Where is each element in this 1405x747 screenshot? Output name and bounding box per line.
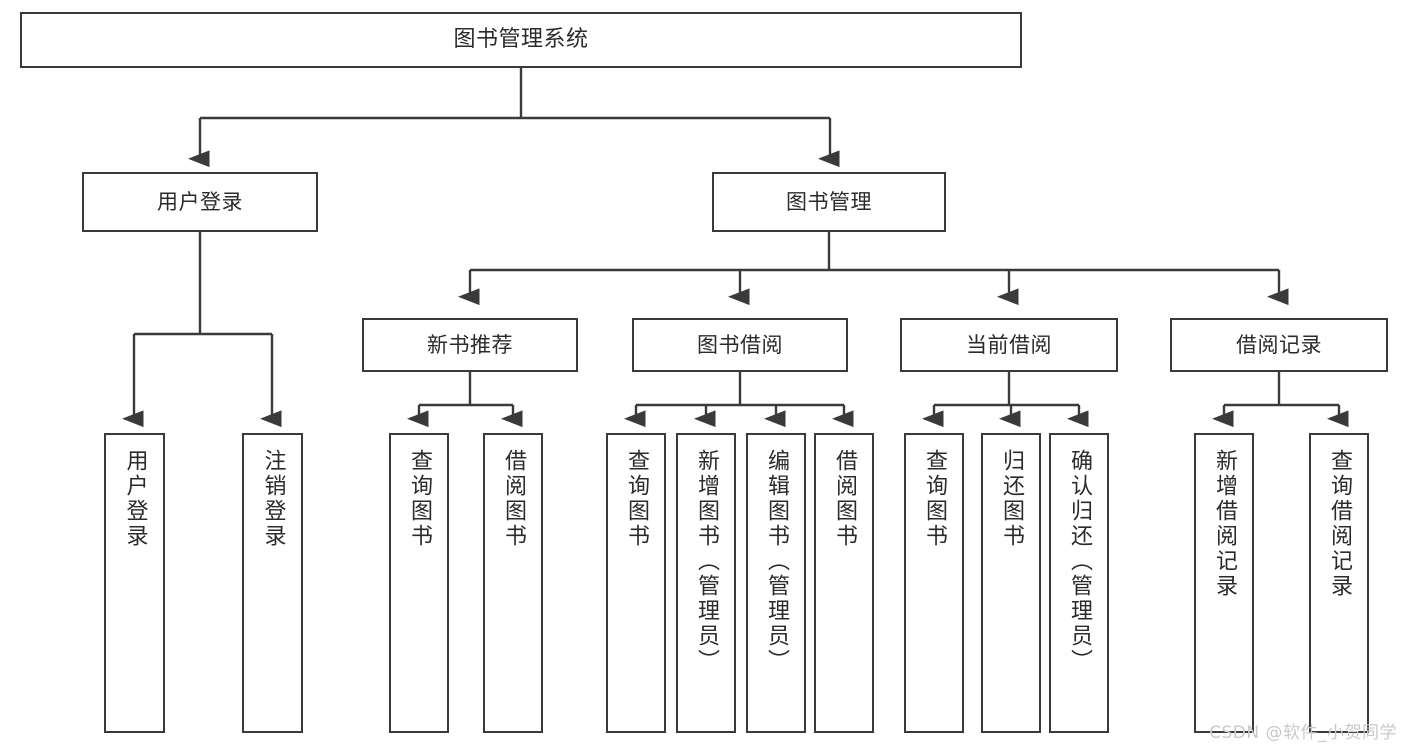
leaf-add-book[interactable]: 新增图书（管理员） xyxy=(676,433,736,733)
leaf-query-book-1[interactable]: 查询图书 xyxy=(389,433,449,733)
node-book-borrow-label: 图书借阅 xyxy=(697,332,783,357)
node-book-borrow[interactable]: 图书借阅 xyxy=(632,318,848,372)
node-current-borrow[interactable]: 当前借阅 xyxy=(900,318,1118,372)
leaf-query-book-2-label: 查询图书 xyxy=(624,449,649,549)
leaf-query-book-2[interactable]: 查询图书 xyxy=(606,433,666,733)
node-root-label: 图书管理系统 xyxy=(453,27,589,53)
node-root[interactable]: 图书管理系统 xyxy=(20,12,1022,68)
leaf-return-book[interactable]: 归还图书 xyxy=(981,433,1041,733)
node-book-management-label: 图书管理 xyxy=(786,189,872,214)
leaf-confirm-return-label: 确认归还（管理员） xyxy=(1067,449,1092,674)
leaf-user-login[interactable]: 用户登录 xyxy=(104,433,165,733)
watermark: CSDN @软件_小贺同学 xyxy=(1209,723,1397,743)
leaf-edit-book[interactable]: 编辑图书（管理员） xyxy=(746,433,806,733)
leaf-query-record[interactable]: 查询借阅记录 xyxy=(1309,433,1369,733)
leaf-borrow-book-1[interactable]: 借阅图书 xyxy=(483,433,543,733)
node-borrow-record[interactable]: 借阅记录 xyxy=(1170,318,1388,372)
leaf-borrow-book-2[interactable]: 借阅图书 xyxy=(814,433,874,733)
node-borrow-record-label: 借阅记录 xyxy=(1236,332,1322,357)
leaf-query-record-label: 查询借阅记录 xyxy=(1327,449,1352,599)
leaf-user-login-label: 用户登录 xyxy=(122,449,148,549)
leaf-confirm-return[interactable]: 确认归还（管理员） xyxy=(1049,433,1109,733)
node-new-book-recommend-label: 新书推荐 xyxy=(427,332,513,357)
node-current-borrow-label: 当前借阅 xyxy=(966,332,1052,357)
leaf-user-logout[interactable]: 注销登录 xyxy=(242,433,303,733)
node-book-management[interactable]: 图书管理 xyxy=(712,172,946,232)
leaf-borrow-book-2-label: 借阅图书 xyxy=(832,449,857,549)
leaf-add-record[interactable]: 新增借阅记录 xyxy=(1194,433,1254,733)
node-new-book-recommend[interactable]: 新书推荐 xyxy=(362,318,578,372)
leaf-query-book-3-label: 查询图书 xyxy=(922,449,947,549)
node-user-login-label: 用户登录 xyxy=(157,189,243,214)
leaf-edit-book-label: 编辑图书（管理员） xyxy=(764,449,789,674)
leaf-borrow-book-1-label: 借阅图书 xyxy=(501,449,526,549)
leaf-return-book-label: 归还图书 xyxy=(999,449,1024,549)
leaf-query-book-1-label: 查询图书 xyxy=(407,449,432,549)
leaf-query-book-3[interactable]: 查询图书 xyxy=(904,433,964,733)
node-user-login[interactable]: 用户登录 xyxy=(82,172,318,232)
leaf-user-logout-label: 注销登录 xyxy=(260,449,286,549)
leaf-add-book-label: 新增图书（管理员） xyxy=(694,449,719,674)
leaf-add-record-label: 新增借阅记录 xyxy=(1212,449,1237,599)
